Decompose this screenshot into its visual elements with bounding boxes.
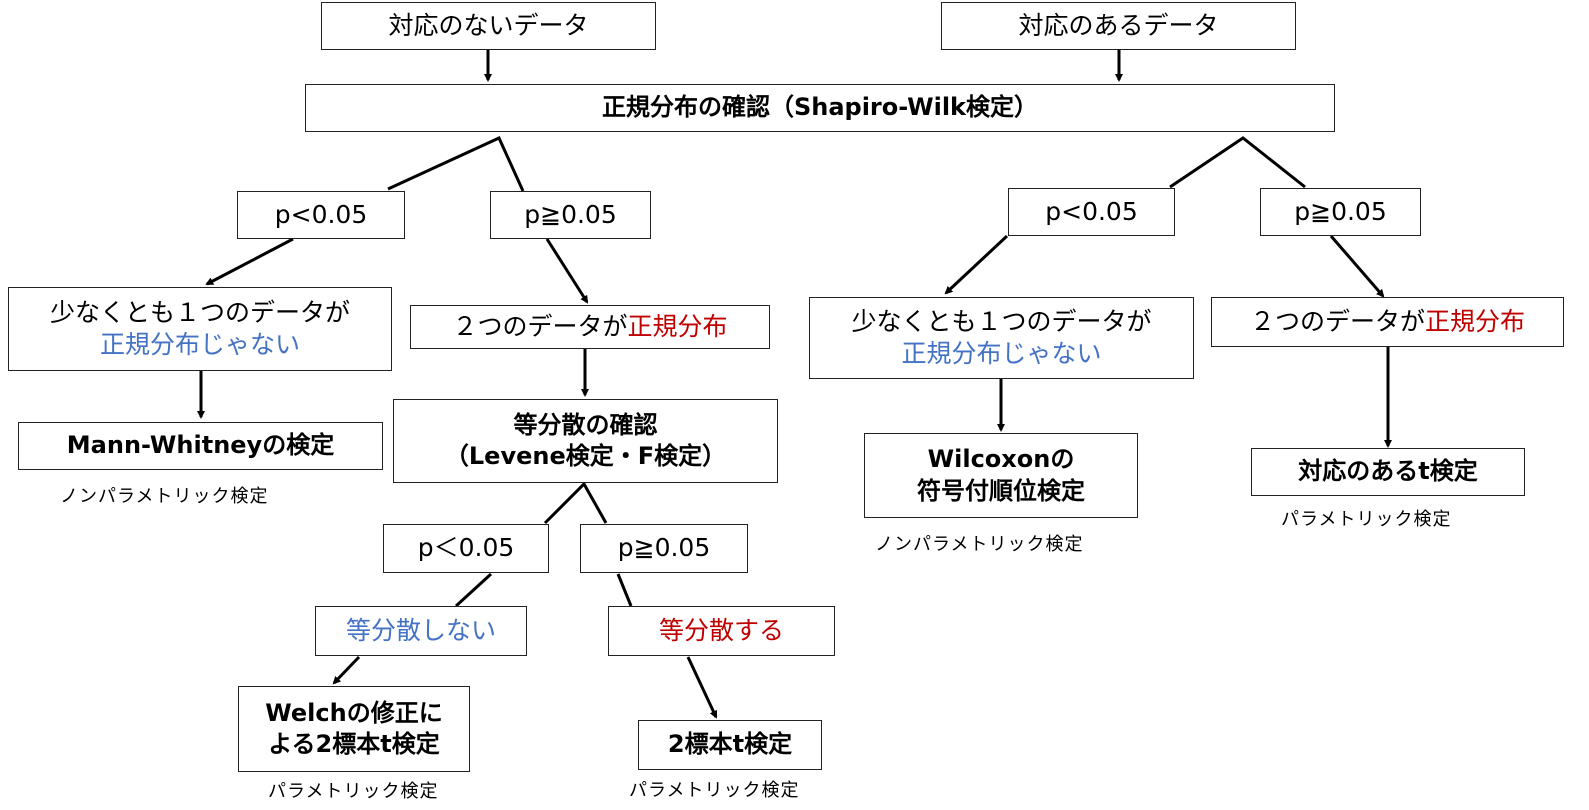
- arrow-paired-pge: [1329, 235, 1385, 298]
- unpaired-normal-box: ２つのデータが正規分布: [410, 305, 770, 349]
- unpaired-normal-highlight: 正規分布: [627, 311, 728, 341]
- variance-p-lt-label: p＜0.05: [417, 533, 515, 563]
- unpaired-data-label: 対応のないデータ: [388, 10, 589, 40]
- unequal-variance-box: 等分散しない: [315, 606, 527, 656]
- branch-paired: [1169, 136, 1306, 189]
- unpaired-not-normal-line2: 正規分布じゃない: [99, 330, 300, 359]
- variance-p-lt-box: p＜0.05: [383, 524, 549, 573]
- paired-t-label: 対応のあるt検定: [1298, 457, 1478, 486]
- unpaired-not-normal-box: 少なくとも１つのデータが 正規分布じゃない: [8, 287, 392, 371]
- wilcoxon-box: Wilcoxonの 符号付順位検定: [864, 433, 1138, 518]
- arrow-var-pge: [616, 573, 633, 607]
- unpaired-data-box: 対応のないデータ: [321, 2, 656, 50]
- paired-normal-box: ２つのデータが正規分布: [1211, 297, 1564, 347]
- normality-check-label: 正規分布の確認（Shapiro-Wilk検定）: [601, 93, 1039, 122]
- equal-variance-label: 等分散する: [658, 615, 784, 645]
- variance-p-ge-label: p≧0.05: [617, 533, 711, 563]
- unequal-variance-label: 等分散しない: [345, 615, 496, 645]
- variance-check-box: 等分散の確認 （Levene検定・F検定）: [393, 399, 778, 483]
- two-sample-t-note: パラメトリック検定: [629, 780, 800, 801]
- paired-p-ge-label: p≧0.05: [1294, 196, 1387, 226]
- paired-t-note: パラメトリック検定: [1281, 509, 1452, 530]
- wilcoxon-note: ノンパラメトリック検定: [875, 534, 1084, 555]
- unpaired-p-ge-label: p≧0.05: [524, 199, 617, 229]
- normality-check-box: 正規分布の確認（Shapiro-Wilk検定）: [305, 84, 1335, 132]
- branch-unpaired: [387, 136, 525, 192]
- two-sample-t-box: 2標本t検定: [638, 720, 822, 770]
- paired-p-ge-box: p≧0.05: [1260, 188, 1421, 236]
- arrow-unpaired-pge: [545, 238, 589, 304]
- arrow-to-welch: [332, 655, 361, 685]
- welch-line2: よる2標本t検定: [268, 730, 440, 758]
- welch-note: パラメトリック検定: [268, 781, 439, 802]
- paired-data-label: 対応のあるデータ: [1018, 10, 1219, 40]
- variance-p-ge-box: p≧0.05: [580, 524, 748, 573]
- paired-data-box: 対応のあるデータ: [941, 2, 1296, 50]
- unpaired-p-lt-box: p<0.05: [237, 191, 405, 239]
- variance-check-line2: （Levene検定・F検定）: [444, 442, 727, 470]
- unpaired-not-normal-line1: 少なくとも１つのデータが: [49, 297, 350, 327]
- arrow-paired-plt: [944, 234, 1009, 295]
- mann-whitney-note: ノンパラメトリック検定: [60, 486, 269, 507]
- paired-p-lt-box: p<0.05: [1008, 188, 1175, 236]
- paired-normal-text: ２つのデータが正規分布: [1250, 306, 1525, 339]
- welch-line1: Welchの修正に: [265, 698, 443, 727]
- arrow-var-plt: [454, 572, 493, 608]
- unpaired-p-ge-box: p≧0.05: [490, 191, 651, 239]
- wilcoxon-line2: 符号付順位検定: [917, 476, 1085, 505]
- two-sample-t-label: 2標本t検定: [667, 730, 793, 759]
- wilcoxon-line1: Wilcoxonの: [927, 445, 1075, 474]
- paired-not-normal-box: 少なくとも１つのデータが 正規分布じゃない: [809, 297, 1194, 379]
- equal-variance-box: 等分散する: [608, 606, 835, 656]
- unpaired-normal-text: ２つのデータが正規分布: [452, 311, 727, 344]
- paired-p-lt-label: p<0.05: [1045, 196, 1138, 226]
- branch-variance: [543, 481, 608, 525]
- arrow-to-two-sample: [686, 656, 718, 719]
- mann-whitney-box: Mann-Whitneyの検定: [18, 422, 383, 470]
- paired-not-normal-line2: 正規分布じゃない: [901, 339, 1102, 368]
- paired-t-box: 対応のあるt検定: [1251, 448, 1525, 496]
- unpaired-normal-prefix: ２つのデータが: [452, 311, 628, 341]
- variance-check-line1: 等分散の確認: [513, 410, 658, 439]
- paired-normal-highlight: 正規分布: [1425, 306, 1526, 336]
- mann-whitney-label: Mann-Whitneyの検定: [66, 431, 335, 460]
- paired-not-normal-line1: 少なくとも１つのデータが: [851, 306, 1152, 336]
- arrow-unpaired-plt: [205, 237, 294, 286]
- unpaired-p-lt-label: p<0.05: [274, 199, 368, 229]
- welch-box: Welchの修正に よる2標本t検定: [238, 686, 470, 772]
- paired-normal-prefix: ２つのデータが: [1249, 306, 1425, 336]
